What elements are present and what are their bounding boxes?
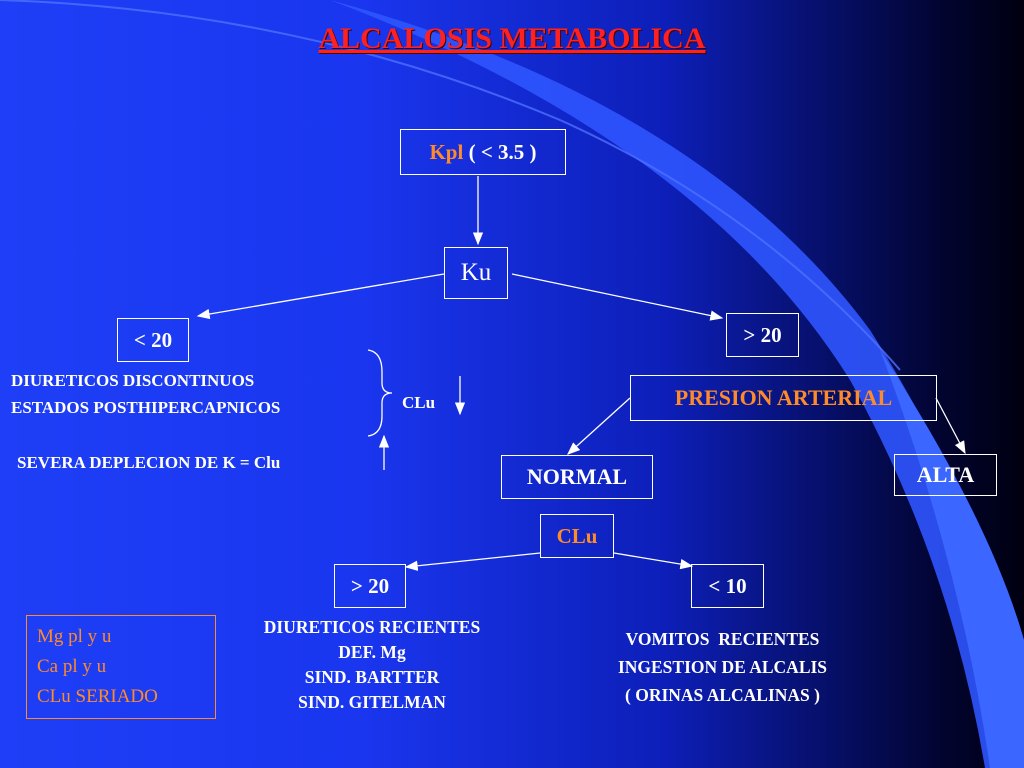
kpl-label: Kpl: [429, 139, 464, 164]
list-item: ( ORINAS ALCALINAS ): [625, 685, 820, 705]
gt20-top-node: > 20: [726, 313, 799, 357]
bottom-right-list: VOMITOS RECIENTES INGESTION DE ALCALIS (…: [570, 625, 875, 709]
cause-estados-posthipercapnicos: ESTADOS POSTHIPERCAPNICOS: [11, 398, 281, 417]
cause-diureticos-discontinuos: DIURETICOS DISCONTINUOS: [11, 371, 255, 390]
list-item: Ca pl y u: [37, 656, 107, 677]
slide-title: ALCALOSIS METABOLICA: [318, 22, 706, 55]
mg-ca-clu-box: Mg pl y u Ca pl y u CLu SERIADO: [26, 615, 216, 719]
lt20-node: < 20: [117, 318, 189, 362]
severa-deplecion-text: SEVERA DEPLECION DE K = Clu: [17, 453, 281, 472]
kpl-value: ( < 3.5 ): [463, 139, 537, 164]
presion-arterial-node: PRESION ARTERIAL: [630, 375, 937, 421]
normal-node: NORMAL: [501, 455, 653, 499]
ku-node: Ku: [444, 247, 508, 299]
list-item: INGESTION DE ALCALIS: [617, 657, 828, 677]
list-item: DEF. Mg: [338, 642, 406, 662]
alta-node: ALTA: [894, 454, 997, 496]
list-item: CLu SERIADO: [37, 686, 158, 707]
gt20-bottom-node: > 20: [334, 564, 406, 608]
bottom-left-list: DIURETICOS RECIENTES DEF. Mg SIND. BARTT…: [222, 615, 522, 715]
list-item: Mg pl y u: [37, 626, 112, 647]
list-item: VOMITOS RECIENTES: [625, 629, 820, 649]
kpl-node: Kpl ( < 3.5 ): [400, 129, 566, 175]
clu-mid-node: CLu: [540, 514, 614, 558]
lt10-node: < 10: [691, 564, 764, 608]
list-item: SIND. BARTTER: [304, 667, 440, 687]
list-item: DIURETICOS RECIENTES: [263, 617, 481, 637]
clu-left-label: CLu: [402, 393, 436, 412]
list-item: SIND. GITELMAN: [298, 692, 446, 712]
